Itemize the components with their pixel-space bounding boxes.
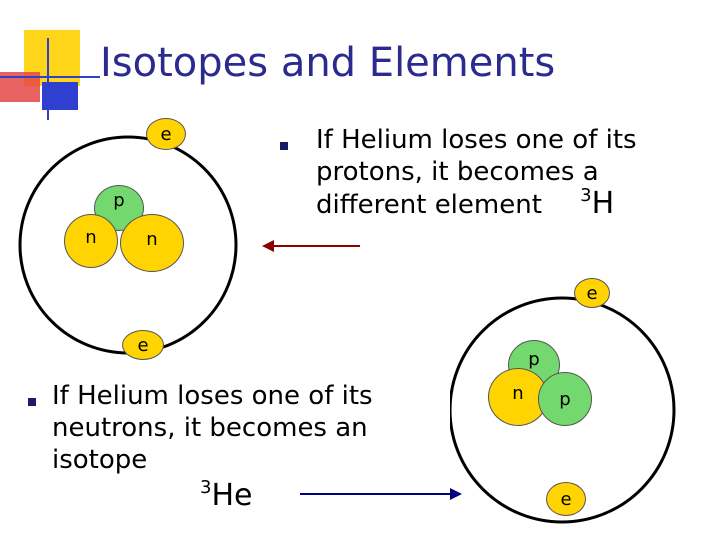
bullet-bottom-symbol-group: 3He <box>200 477 253 513</box>
left-neutron-1: n <box>64 214 118 268</box>
bullet-top-symbol: H <box>591 186 615 221</box>
right-electron-top: e <box>574 278 610 308</box>
left-electron-bottom-label: e <box>137 334 149 356</box>
left-neutron-2-label: n <box>146 228 158 250</box>
right-atom-orbit <box>450 296 676 524</box>
left-electron-bottom: e <box>122 330 164 360</box>
left-electron-top-label: e <box>160 123 172 145</box>
bullet-top-text: If Helium loses one of its protons, it b… <box>316 124 637 224</box>
left-arrow-icon <box>262 240 360 252</box>
slide-title: Isotopes and Elements <box>100 40 556 86</box>
bullet-bottom-line1: If Helium loses one of its <box>52 381 373 411</box>
right-proton-1-label: p <box>528 348 540 370</box>
bullet-marker-bottom <box>28 398 36 406</box>
right-proton-2-label: p <box>559 388 571 410</box>
slide-logo-decoration <box>0 30 100 120</box>
left-neutron-2: n <box>120 214 184 272</box>
bullet-top-line3: different element 3H <box>316 185 637 224</box>
right-proton-2: p <box>538 372 592 426</box>
bullet-bottom-text: If Helium loses one of its neutrons, it … <box>52 380 373 476</box>
right-arrow-icon <box>300 488 462 500</box>
left-proton-label: p <box>113 189 125 211</box>
right-electron-bottom: e <box>546 482 586 516</box>
right-neutron-label: n <box>512 382 524 404</box>
left-electron-top: e <box>146 118 186 150</box>
left-neutron-1-label: n <box>85 226 97 248</box>
bullet-top-symbol-superscript: 3 <box>580 185 592 206</box>
bullet-bottom-symbol-superscript: 3 <box>200 477 212 498</box>
bullet-bottom-line2: neutrons, it becomes an <box>52 413 368 443</box>
bullet-top-line2: protons, it becomes a <box>316 157 599 187</box>
right-electron-bottom-label: e <box>560 488 572 510</box>
bullet-top-line3-text: different element <box>316 190 542 220</box>
bullet-bottom-symbol: He <box>211 478 253 513</box>
right-electron-top-label: e <box>586 282 598 304</box>
bullet-marker-top <box>280 142 288 150</box>
bullet-bottom-line3: isotope <box>52 445 148 475</box>
bullet-top-line1: If Helium loses one of its <box>316 125 637 155</box>
